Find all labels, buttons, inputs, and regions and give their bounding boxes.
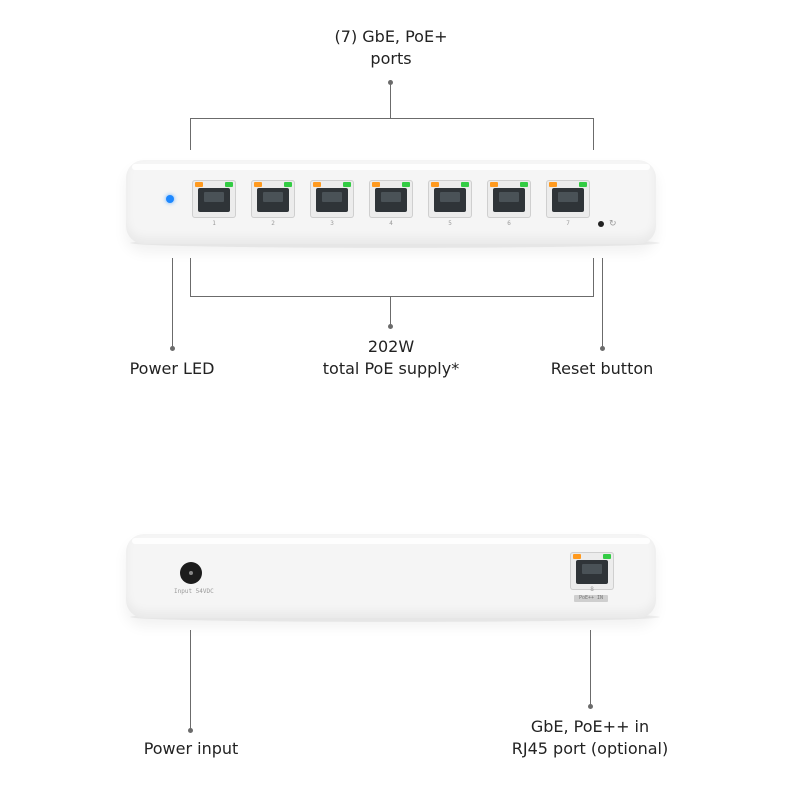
front-port-3-number: 3 bbox=[330, 220, 334, 227]
uplink-label-line2: RJ45 port (optional) bbox=[511, 739, 669, 758]
front-device-highlight bbox=[132, 164, 650, 170]
power-input-label: Power input bbox=[143, 739, 239, 758]
ports-bracket-top bbox=[190, 118, 594, 119]
front-port-1[interactable] bbox=[192, 180, 236, 218]
supply-callout-dot bbox=[388, 324, 393, 329]
ports-label-line1: (7) GbE, PoE+ bbox=[334, 27, 448, 46]
reset-button-label: Reset button bbox=[550, 359, 654, 378]
front-port-2-number: 2 bbox=[271, 220, 275, 227]
ports-bracket-right bbox=[593, 118, 594, 150]
front-port-4-number: 4 bbox=[389, 220, 393, 227]
front-port-4[interactable] bbox=[369, 180, 413, 218]
power-led-callout-dot bbox=[170, 346, 175, 351]
reset-callout-dot bbox=[600, 346, 605, 351]
front-port-6-number: 6 bbox=[507, 220, 511, 227]
supply-bracket-left bbox=[190, 258, 191, 296]
front-port-5[interactable] bbox=[428, 180, 472, 218]
supply-bracket-right bbox=[593, 258, 594, 296]
ports-bracket-left bbox=[190, 118, 191, 150]
front-port-7[interactable] bbox=[546, 180, 590, 218]
supply-label-line2: total PoE supply* bbox=[322, 359, 460, 378]
rear-device bbox=[126, 534, 656, 618]
power-input-callout-line bbox=[190, 630, 191, 730]
reset-callout-line bbox=[602, 258, 603, 348]
ports-label-line2: ports bbox=[370, 49, 412, 68]
power-led bbox=[166, 195, 174, 203]
ports-label: (7) GbE, PoE+ ports bbox=[291, 26, 491, 70]
reset-button[interactable] bbox=[598, 221, 604, 227]
ports-callout-stem bbox=[390, 82, 391, 118]
supply-bracket-bottom bbox=[190, 296, 594, 297]
power-led-label: Power LED bbox=[129, 359, 215, 378]
power-led-callout-line bbox=[172, 258, 173, 348]
uplink-label: GbE, PoE++ in RJ45 port (optional) bbox=[490, 716, 690, 760]
front-port-3[interactable] bbox=[310, 180, 354, 218]
front-port-1-number: 1 bbox=[212, 220, 216, 227]
supply-callout-stem bbox=[390, 296, 391, 326]
front-port-2[interactable] bbox=[251, 180, 295, 218]
front-port-6[interactable] bbox=[487, 180, 531, 218]
front-port-7-number: 7 bbox=[566, 220, 570, 227]
power-input-jack[interactable] bbox=[180, 562, 202, 584]
power-input-callout-dot bbox=[188, 728, 193, 733]
supply-label: 202W total PoE supply* bbox=[291, 336, 491, 380]
uplink-label-line1: GbE, PoE++ in bbox=[530, 717, 650, 736]
front-port-5-number: 5 bbox=[448, 220, 452, 227]
rear-device-highlight bbox=[132, 538, 650, 544]
uplink-port[interactable] bbox=[570, 552, 614, 590]
power-input-jack-label: Input 54VDC bbox=[174, 588, 214, 595]
uplink-callout-dot bbox=[588, 704, 593, 709]
uplink-port-number: 8 bbox=[590, 586, 594, 593]
uplink-tag: PoE++ IN bbox=[574, 595, 608, 602]
reset-icon: ↻ bbox=[609, 219, 617, 229]
supply-label-line1: 202W bbox=[367, 337, 415, 356]
uplink-callout-line bbox=[590, 630, 591, 706]
